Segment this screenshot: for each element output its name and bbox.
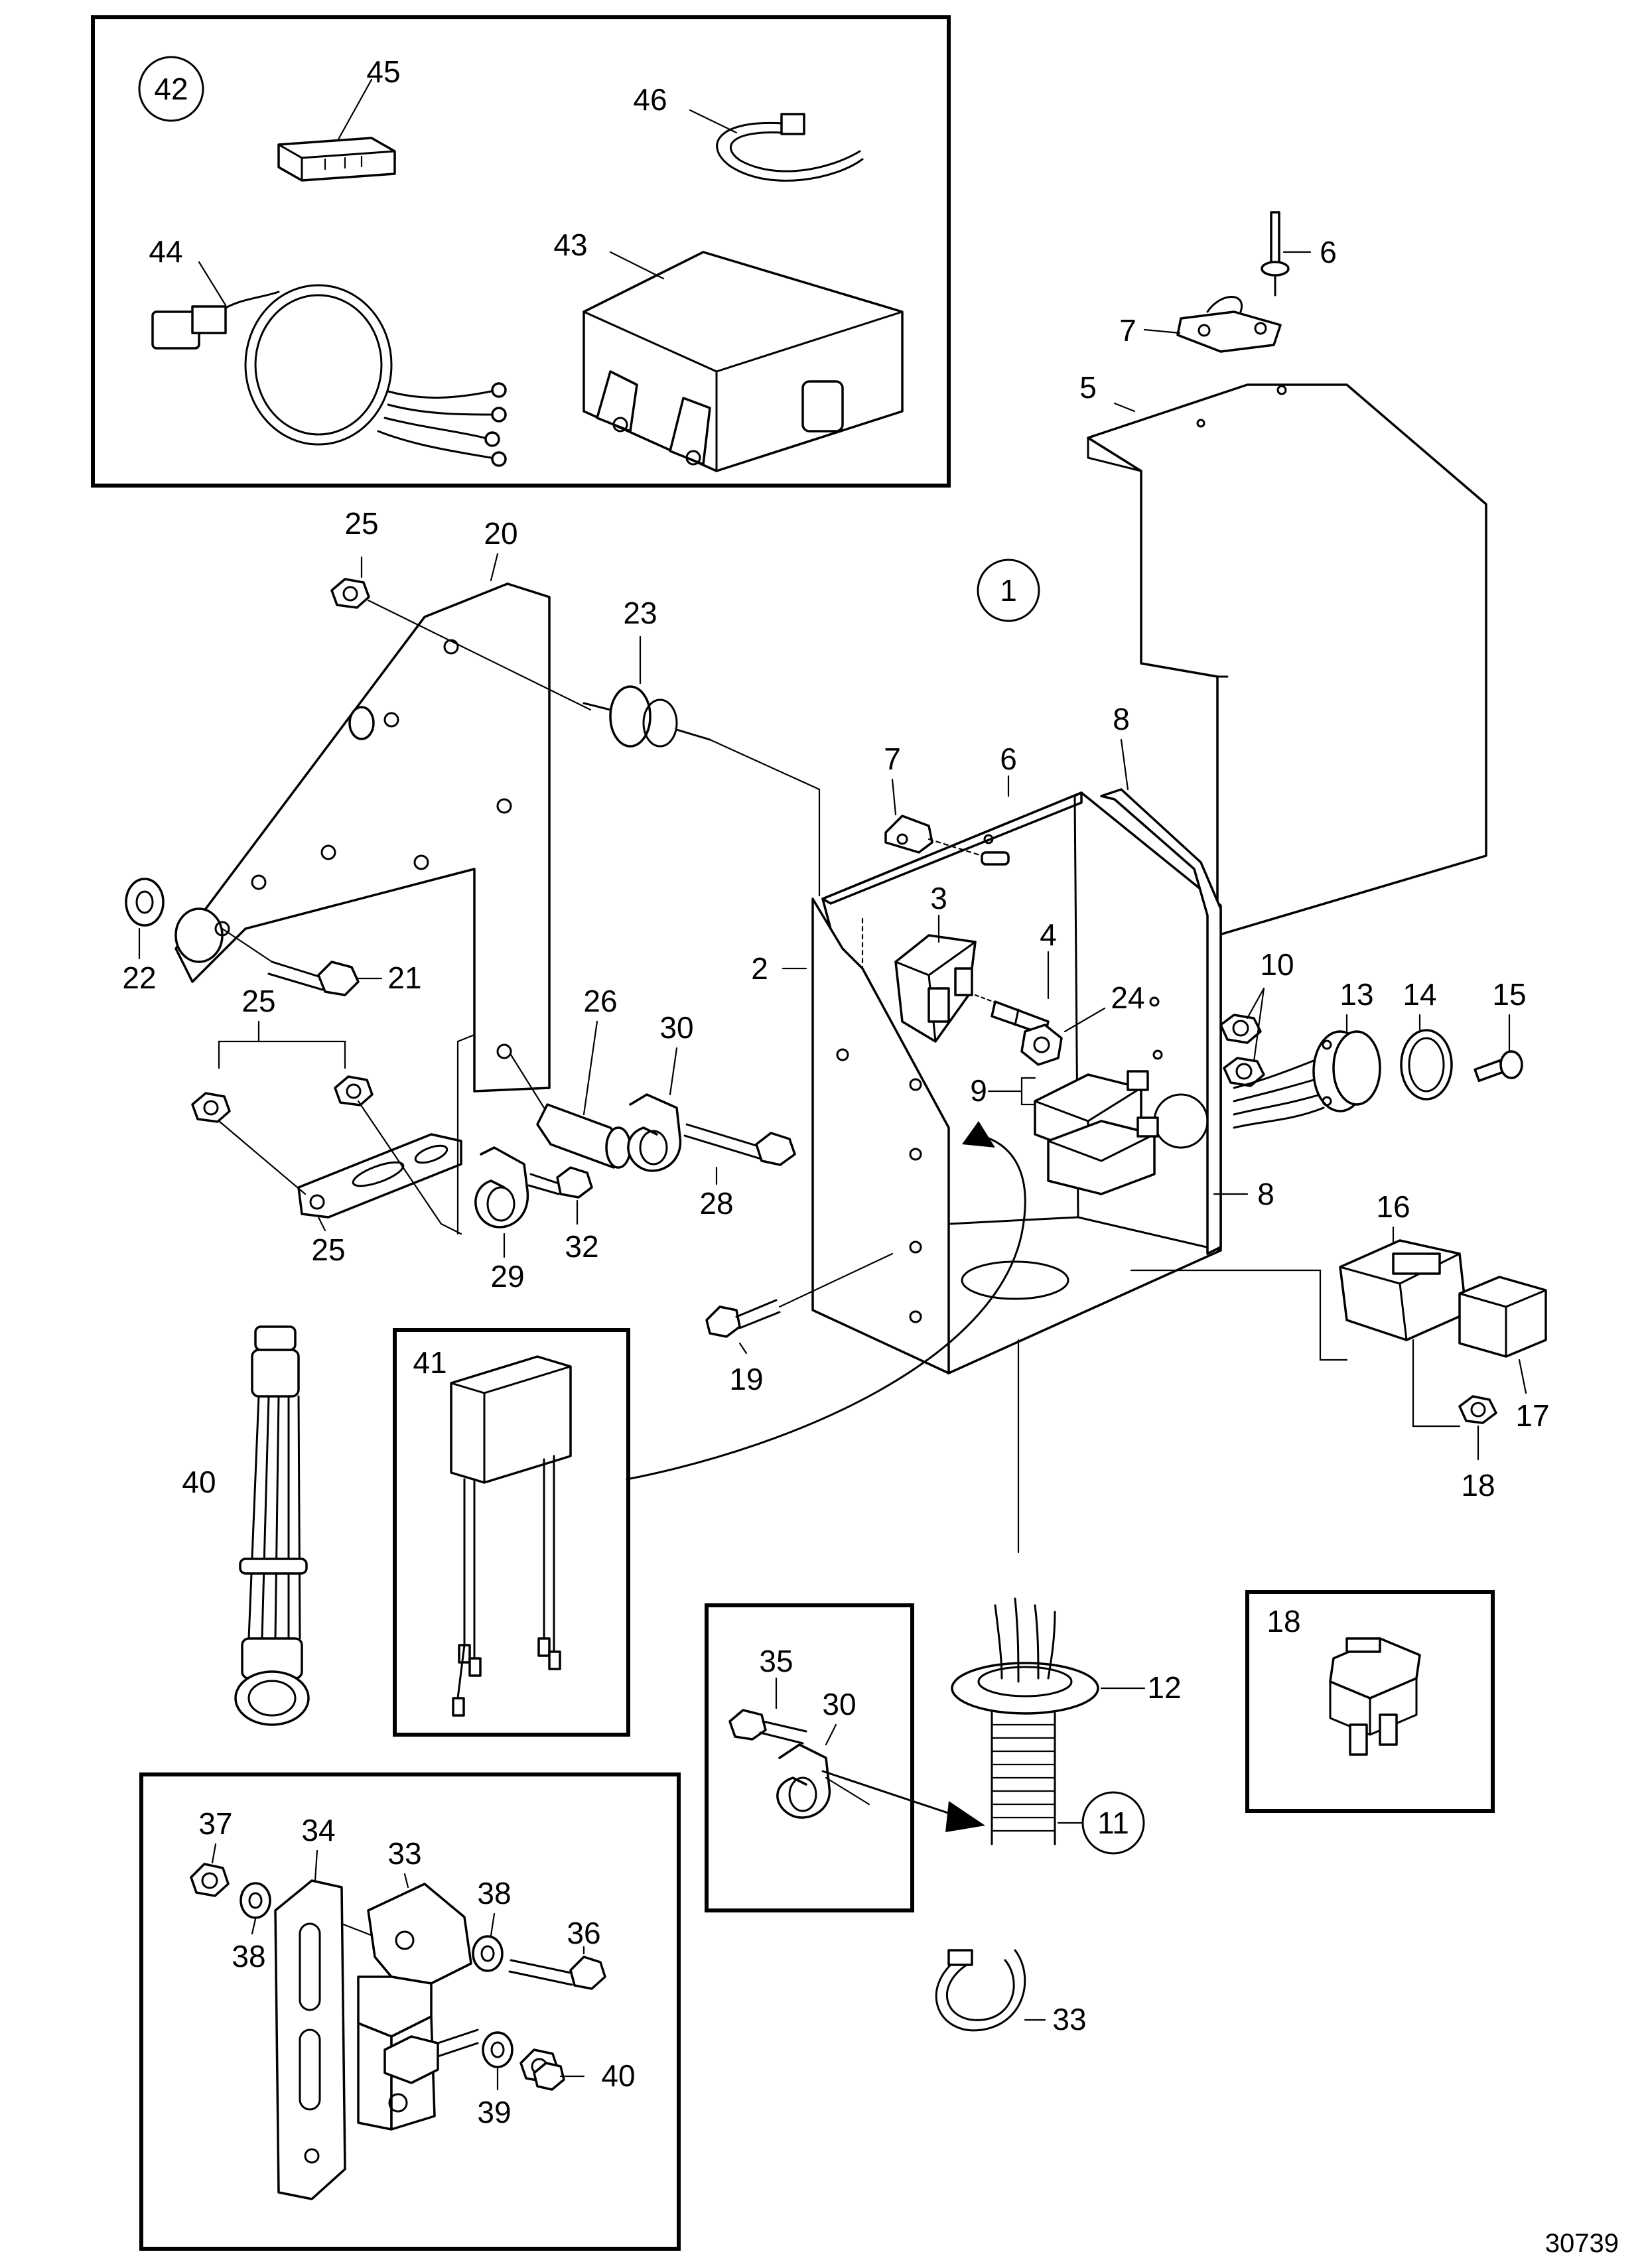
grommet-part: [951, 1597, 1099, 1715]
latch-bracket-box-part: [884, 815, 1010, 866]
cover-plate-part: [1087, 383, 1487, 937]
callout-17: 17: [1515, 1398, 1549, 1433]
callout-41: 40: [182, 1465, 216, 1499]
callout-8a: 8: [1113, 702, 1130, 736]
callout-13: 13: [1339, 977, 1373, 1012]
callout-4: 3: [930, 881, 947, 915]
callout-36: 36: [567, 1916, 600, 1950]
nut-25-pair-part: [191, 1075, 374, 1123]
callout-14: 14: [1403, 977, 1436, 1012]
callout-2: 2: [751, 951, 768, 986]
callout-46: 45: [366, 54, 400, 89]
callout-30a: 30: [659, 1010, 693, 1045]
clamp-33-part: [935, 1949, 1026, 2032]
callout-5: 4: [1040, 917, 1057, 952]
callout-31: 35: [759, 1644, 793, 1678]
slotted-strap-part: [297, 1133, 462, 1219]
connector-block-part: [277, 137, 396, 182]
fuse-holder-part: [1339, 1239, 1468, 1341]
clamp-28-part: [474, 1146, 529, 1229]
cable-tie-part: [716, 113, 864, 182]
inset-42-suppressor: [393, 1328, 630, 1737]
spacer-tube-27-part: [536, 1103, 632, 1169]
callout-19: 19: [729, 1362, 763, 1396]
rivet-top-part: [1261, 211, 1290, 297]
callout-42: 41: [413, 1345, 446, 1380]
nut-box-part: [1020, 1024, 1063, 1066]
callout-40: 40: [601, 2058, 635, 2093]
callout-21: 20: [484, 516, 517, 551]
callout-47: 46: [633, 82, 667, 117]
callout-37: 37: [198, 1806, 232, 1841]
callout-7a: 7: [1119, 313, 1136, 348]
callout-28: 29: [490, 1259, 524, 1294]
inset-clamp-detail: [705, 1603, 914, 1912]
callout-45: 44: [149, 234, 182, 269]
control-unit-part: [583, 251, 904, 472]
callout-16: 16: [1376, 1189, 1410, 1224]
relay-17-part: [1458, 1276, 1547, 1358]
callout-25b: 25: [344, 506, 378, 541]
cable-harness-41-part: [234, 1325, 310, 1726]
callout-18: 18: [1267, 1604, 1300, 1638]
inset-43-kit: 42 45 46: [91, 15, 951, 488]
screw-15-part: [1474, 1050, 1523, 1083]
callout-39: 39: [477, 2095, 511, 2129]
inset-bracket-detail: [139, 1772, 681, 2251]
spacer-23-part: [125, 878, 165, 927]
callout-12: 12: [1147, 1670, 1181, 1705]
callout-44: 43: [553, 228, 587, 262]
callout-10: 10: [1260, 947, 1294, 982]
callout-26: 25: [311, 1233, 345, 1267]
nut-pair-part: [1219, 1014, 1265, 1087]
callout-34: 33: [387, 1836, 421, 1871]
callout-6a: 6: [1320, 235, 1337, 269]
callout-29: 28: [699, 1186, 733, 1221]
nut-20-part: [1458, 1395, 1497, 1424]
callout-23: 22: [122, 961, 156, 995]
drawing-number: 30739: [1545, 2229, 1619, 2258]
latch-bracket-top-part: [1176, 296, 1282, 353]
nut-25-top-part: [330, 578, 370, 609]
screw-32-part: [527, 1166, 593, 1199]
callout-24: 23: [623, 596, 657, 630]
bolt-29-part: [683, 1123, 796, 1166]
callout-25c: 25: [241, 984, 275, 1018]
mounting-bracket-part: [174, 582, 551, 1093]
electrical-box-part: [811, 788, 1222, 1374]
callout-20: 18: [1461, 1468, 1495, 1502]
o-ring-part: [1400, 1029, 1453, 1101]
callout-15: 15: [1492, 977, 1526, 1012]
callout-35: 34: [301, 1813, 335, 1847]
bolt-19-part: [705, 1299, 781, 1338]
relay-pair-part: [1034, 1070, 1159, 1195]
callout-9: 9: [970, 1073, 987, 1108]
callout-8b: 8: [1257, 1177, 1274, 1211]
inset-18-fuse: [1245, 1590, 1495, 1813]
bolt-22-part: [267, 961, 360, 996]
callout-27: 26: [583, 984, 617, 1018]
callout-43: 42: [154, 72, 188, 106]
switch-part: [894, 934, 1003, 1043]
callout-7b: 7: [884, 742, 901, 776]
clamp-30-part: [627, 1093, 682, 1172]
callout-38b: 38: [477, 1876, 511, 1910]
callout-11: 11: [1097, 1806, 1129, 1840]
bulkhead-connector-part: [1233, 1030, 1381, 1129]
callout-38a: 38: [232, 1939, 265, 1973]
callout-3: 5: [1079, 370, 1097, 405]
callout-33: 33: [1052, 2002, 1086, 2036]
rubber-mount-part: [583, 685, 711, 748]
protective-hose-part: [991, 1710, 1056, 1845]
callout-1: 1: [1000, 573, 1017, 608]
callout-6b: 6: [1000, 742, 1017, 776]
wire-harness-part: [151, 284, 507, 467]
callout-30b: 30: [822, 1687, 856, 1721]
callout-25a: 24: [1111, 980, 1144, 1015]
callout-32: 32: [565, 1229, 598, 1264]
callout-22: 21: [387, 961, 421, 995]
